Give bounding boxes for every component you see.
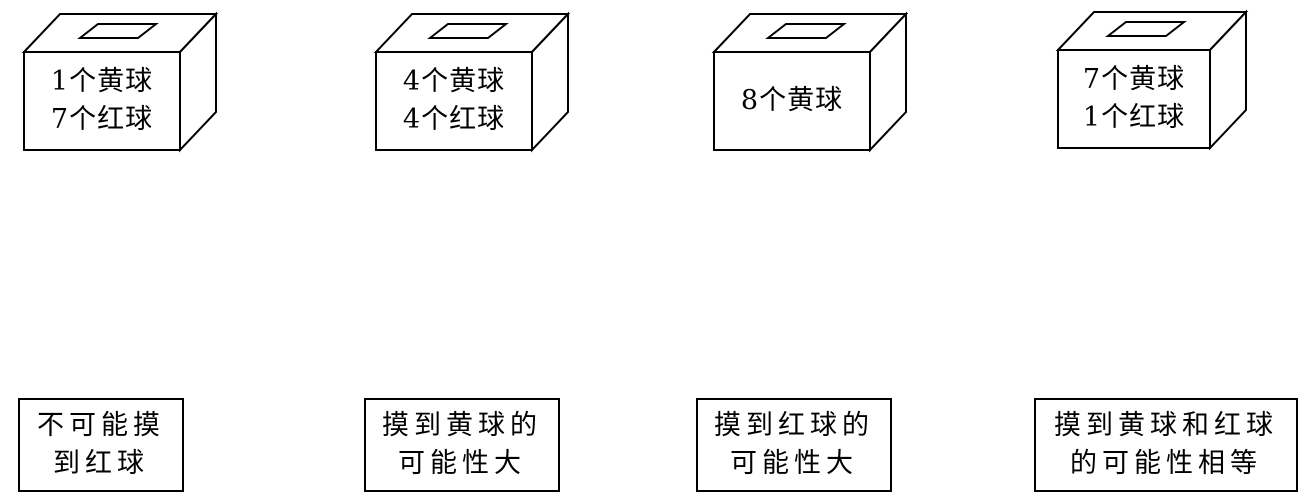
box-drawing	[1055, 9, 1249, 151]
box-line-2: 7个红球	[50, 104, 154, 135]
card-line-2: 可能性大	[730, 448, 858, 479]
box-slot	[77, 23, 159, 39]
box-drawing	[373, 11, 571, 153]
card-line-2: 可能性大	[398, 448, 526, 479]
ball-box-3: 8个黄球	[711, 11, 912, 153]
box-line-2: 1个红球	[1082, 102, 1186, 133]
box-line-1: 7个黄球	[1082, 64, 1186, 95]
box-label: 1个黄球 7个红球	[24, 52, 180, 150]
outcome-card-2: 摸到黄球的 可能性大	[364, 398, 560, 492]
box-slot	[1105, 21, 1187, 37]
box-slot	[427, 23, 509, 39]
card-line-1: 摸到黄球的	[382, 410, 542, 441]
card-line-1: 摸到黄球和红球	[1054, 410, 1278, 441]
outcome-card-4: 摸到黄球和红球 的可能性相等	[1034, 398, 1298, 492]
outcome-card-1: 不可能摸 到红球	[18, 398, 184, 492]
box-line-2: 4个红球	[402, 104, 506, 135]
box-line-1: 8个黄球	[740, 85, 844, 116]
box-label: 7个黄球 1个红球	[1058, 50, 1210, 148]
card-line-1: 不可能摸	[37, 410, 165, 441]
card-line-2: 到红球	[53, 448, 149, 479]
box-label: 8个黄球	[714, 52, 870, 150]
card-line-2: 的可能性相等	[1070, 448, 1262, 479]
box-slot	[765, 23, 847, 39]
ball-box-4: 7个黄球 1个红球	[1055, 9, 1256, 151]
box-drawing	[21, 11, 219, 153]
box-drawing	[711, 11, 909, 153]
card-line-1: 摸到红球的	[714, 410, 874, 441]
ball-box-1: 1个黄球 7个红球	[21, 11, 222, 153]
outcome-card-3: 摸到红球的 可能性大	[696, 398, 892, 492]
ball-box-2: 4个黄球 4个红球	[373, 11, 574, 153]
box-line-1: 4个黄球	[402, 66, 506, 97]
box-label: 4个黄球 4个红球	[376, 52, 532, 150]
box-line-1: 1个黄球	[50, 66, 154, 97]
